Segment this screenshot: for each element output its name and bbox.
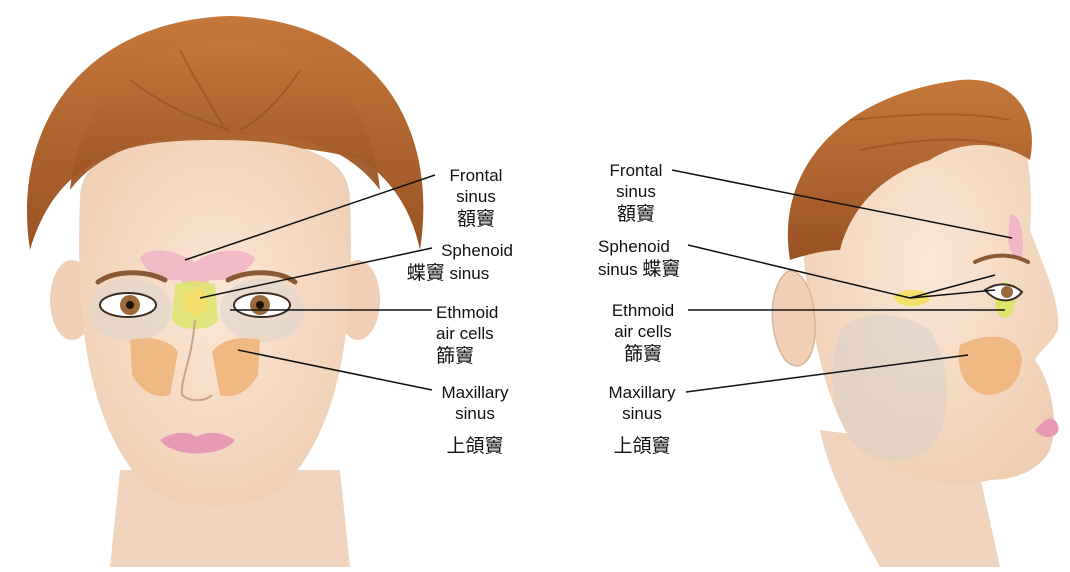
side-sphenoid-line2: sinus bbox=[598, 260, 638, 279]
side-frontal-line1: Frontal bbox=[600, 160, 672, 181]
front-sphenoid-label: Sphenoid 蝶竇 sinus bbox=[368, 240, 528, 285]
side-ethmoid-label: Ethmoid air cells 篩竇 bbox=[600, 300, 686, 366]
side-maxillary-zh: 上頜竇 bbox=[598, 434, 686, 458]
side-ethmoid-zh: 篩竇 bbox=[600, 342, 686, 366]
front-ethmoid-line1: Ethmoid bbox=[436, 302, 524, 323]
front-sphenoid-line1: Sphenoid bbox=[368, 240, 528, 261]
front-ethmoid-label: Ethmoid air cells 篩竇 bbox=[436, 302, 524, 368]
side-iris bbox=[1001, 286, 1013, 298]
side-sphenoid-zh: 蝶竇 bbox=[642, 258, 680, 280]
side-ethmoid-line2: air cells bbox=[600, 321, 686, 342]
side-view bbox=[772, 80, 1058, 567]
side-maxillary-label: Maxillary sinus 上頜竇 bbox=[598, 382, 686, 458]
front-ethmoid-zh: 篩竇 bbox=[436, 344, 524, 368]
side-frontal-label: Frontal sinus 額竇 bbox=[600, 160, 672, 226]
side-maxillary-line2: sinus bbox=[598, 403, 686, 424]
front-sphenoid-sinus bbox=[184, 288, 208, 316]
front-view bbox=[27, 16, 423, 567]
side-sphenoid-line1: Sphenoid bbox=[598, 236, 718, 257]
front-maxillary-line2: sinus bbox=[430, 403, 520, 424]
side-maxillary-line1: Maxillary bbox=[598, 382, 686, 403]
side-frontal-zh: 額竇 bbox=[600, 202, 672, 226]
front-frontal-label: Frontal sinus 額竇 bbox=[436, 165, 516, 231]
front-frontal-line2: sinus bbox=[436, 186, 516, 207]
front-frontal-line1: Frontal bbox=[436, 165, 516, 186]
front-frontal-zh: 額竇 bbox=[436, 207, 516, 231]
side-frontal-line2: sinus bbox=[600, 181, 672, 202]
front-maxillary-line1: Maxillary bbox=[430, 382, 520, 403]
side-ethmoid-line1: Ethmoid bbox=[600, 300, 686, 321]
front-ethmoid-line2: air cells bbox=[436, 323, 524, 344]
front-sphenoid-zh: 蝶竇 bbox=[407, 262, 445, 284]
front-maxillary-label: Maxillary sinus 上頜竇 bbox=[430, 382, 520, 458]
side-sphenoid-label: Sphenoid sinus 蝶竇 bbox=[598, 236, 718, 281]
front-maxillary-zh: 上頜竇 bbox=[430, 434, 520, 458]
front-sphenoid-line2: sinus bbox=[450, 264, 490, 283]
